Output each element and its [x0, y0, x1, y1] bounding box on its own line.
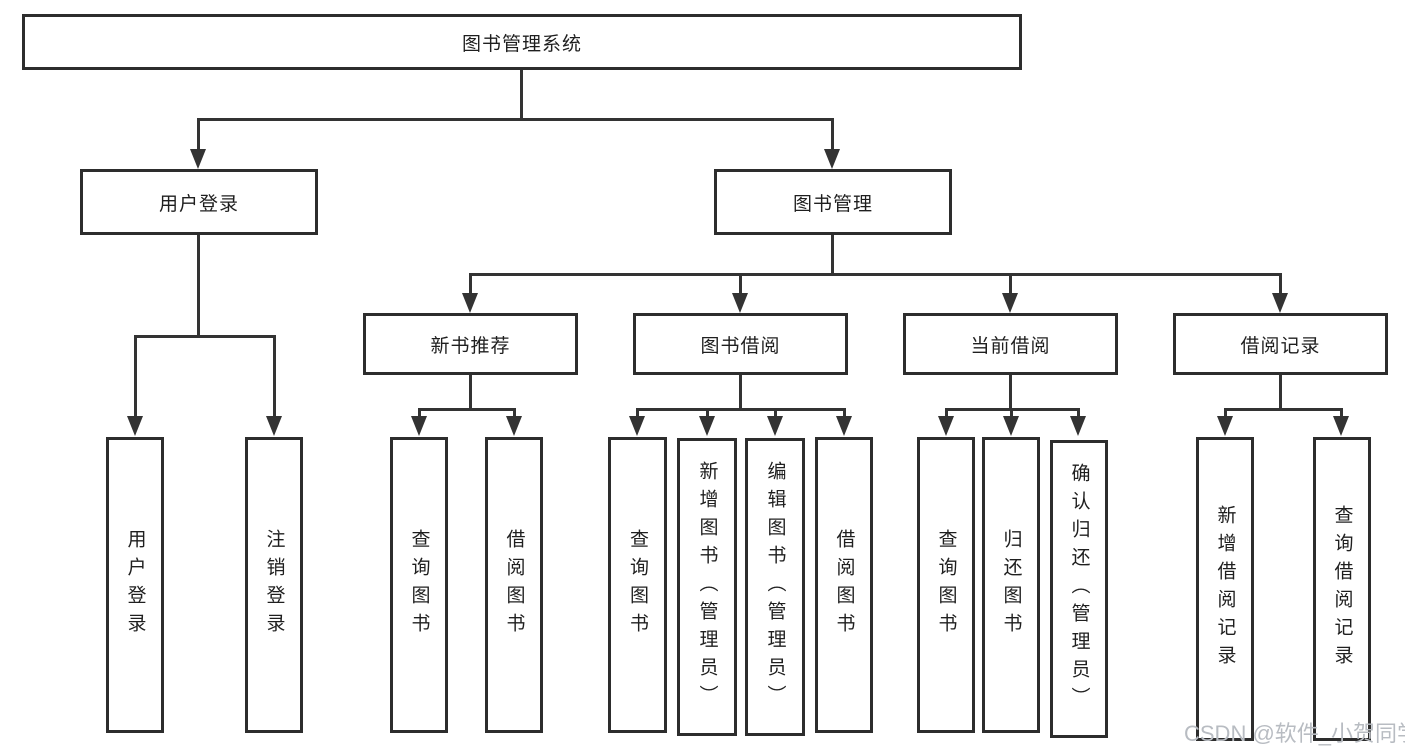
arrow-down-icon: [411, 416, 427, 436]
node-user-login: 用户登录: [80, 169, 318, 235]
node-label: 借阅图书: [833, 529, 855, 641]
node-label: 图书管理: [792, 193, 873, 215]
connector-line: [945, 408, 948, 416]
node-query-borrow-record: 查询借阅记录: [1313, 437, 1371, 741]
node-new-book-recommendation: 新书推荐: [363, 313, 578, 375]
connector-line: [1010, 408, 1013, 416]
node-edit-books-admin: 编辑图书（管理员）: [745, 438, 805, 736]
node-label: 借阅记录: [1240, 335, 1321, 357]
connector-line: [520, 70, 523, 118]
arrow-down-icon: [1002, 293, 1018, 313]
node-query-books: 查询图书: [390, 437, 448, 733]
arrow-down-icon: [266, 416, 282, 436]
connector-line: [469, 375, 472, 408]
node-add-books-admin: 新增图书（管理员）: [677, 438, 737, 736]
connector-line: [1279, 273, 1282, 293]
arrow-down-icon: [767, 416, 783, 436]
node-label: 图书借阅: [700, 335, 781, 357]
connector-line: [843, 408, 846, 416]
connector-line: [418, 408, 516, 411]
connector-line: [706, 408, 709, 416]
arrow-down-icon: [1272, 293, 1288, 313]
arrow-down-icon: [732, 293, 748, 313]
connector-line: [774, 408, 777, 416]
node-label: 编辑图书（管理员）: [764, 461, 786, 713]
node-label: 确认归还（管理员）: [1068, 463, 1090, 715]
connector-line: [636, 408, 845, 411]
connector-line: [197, 235, 200, 335]
connector-line: [636, 408, 639, 416]
connector-line: [469, 273, 1281, 276]
node-label: 新增图书（管理员）: [696, 461, 718, 713]
node-logout-action: 注销登录: [245, 437, 303, 733]
connector-line: [1009, 375, 1012, 408]
node-label: 借阅图书: [503, 529, 525, 641]
connector-line: [418, 408, 421, 416]
connector-line: [1279, 375, 1282, 408]
node-library-management-system: 图书管理系统: [22, 14, 1022, 70]
watermark: CSDN @软件_小贺同学: [1184, 721, 1405, 746]
node-label: 当前借阅: [970, 335, 1051, 357]
connector-line: [513, 408, 516, 416]
arrow-down-icon: [506, 416, 522, 436]
node-book-management: 图书管理: [714, 169, 952, 235]
node-label: 查询图书: [627, 529, 648, 641]
node-label: 查询图书: [935, 529, 957, 641]
arrow-down-icon: [938, 416, 954, 436]
arrow-down-icon: [836, 416, 852, 436]
node-user-login-action: 用户登录: [106, 437, 164, 733]
node-label: 注销登录: [263, 529, 285, 641]
node-label: 图书管理系统: [461, 33, 582, 55]
connector-line: [134, 335, 137, 416]
arrow-down-icon: [127, 416, 143, 436]
arrow-down-icon: [462, 293, 478, 313]
arrow-down-icon: [1003, 416, 1019, 436]
connector-line: [831, 235, 834, 273]
node-borrowing-records: 借阅记录: [1173, 313, 1388, 375]
connector-line: [1224, 408, 1342, 411]
node-label: 查询借阅记录: [1331, 505, 1353, 673]
arrow-down-icon: [1070, 416, 1086, 436]
connector-line: [739, 273, 742, 293]
node-label: 用户登录: [158, 193, 239, 215]
arrow-down-icon: [1217, 416, 1233, 436]
connector-line: [469, 273, 472, 293]
connector-line: [273, 335, 276, 416]
node-current-borrowing: 当前借阅: [903, 313, 1118, 375]
arrow-down-icon: [1333, 416, 1349, 436]
connector-line: [1077, 408, 1080, 416]
node-label: 查询图书: [408, 529, 430, 641]
connector-line: [1224, 408, 1227, 416]
node-add-borrow-record: 新增借阅记录: [1196, 437, 1254, 741]
node-borrow-books: 借阅图书: [485, 437, 543, 733]
node-book-borrowing: 图书借阅: [633, 313, 848, 375]
node-borrow-books-2: 借阅图书: [815, 437, 873, 733]
connector-line: [197, 118, 200, 149]
connector-line: [197, 118, 834, 121]
connector-line: [1340, 408, 1343, 416]
connector-line: [134, 335, 275, 338]
connector-line: [831, 118, 834, 149]
arrow-down-icon: [699, 416, 715, 436]
connector-line: [739, 375, 742, 408]
arrow-down-icon: [190, 149, 206, 169]
node-query-books-3: 查询图书: [917, 437, 975, 733]
node-query-books-2: 查询图书: [608, 437, 667, 733]
arrow-down-icon: [824, 149, 840, 169]
node-label: 新增借阅记录: [1214, 505, 1236, 673]
node-label: 归还图书: [1000, 529, 1022, 641]
node-label: 用户登录: [124, 529, 146, 641]
connector-line: [1009, 273, 1012, 293]
node-return-books: 归还图书: [982, 437, 1040, 733]
arrow-down-icon: [629, 416, 645, 436]
node-confirm-return-admin: 确认归还（管理员）: [1050, 440, 1108, 738]
node-label: 新书推荐: [430, 335, 511, 357]
